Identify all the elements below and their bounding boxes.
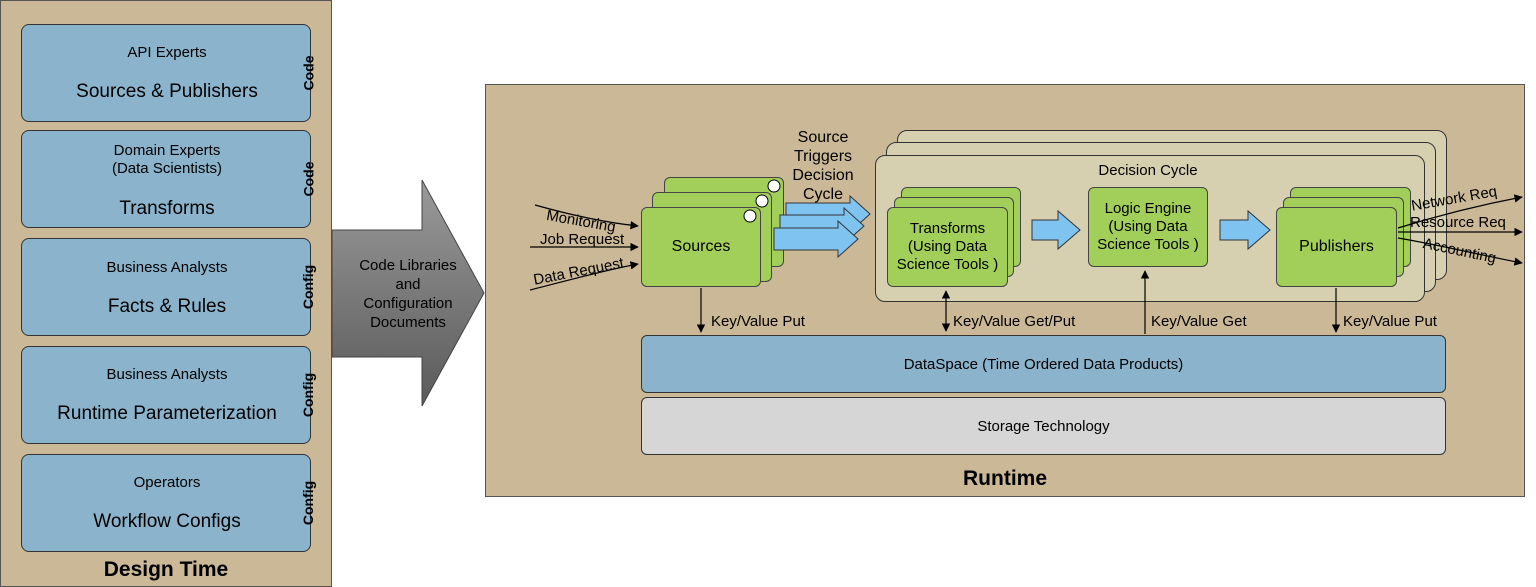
card-role: API Experts (127, 44, 207, 61)
trigger-arrow (773, 219, 859, 259)
big-arrow-label: Code Libraries and Configuration Documen… (359, 257, 457, 331)
card-role: Domain Experts (Data Scientists) (111, 142, 223, 177)
design-card-sources-publishers[interactable]: API Experts Sources & Publishers Code (21, 24, 316, 122)
logic-engine-box[interactable]: Logic Engine (Using Data Science Tools ) (1088, 187, 1208, 267)
design-card-runtime-parameterization[interactable]: Business Analysts Runtime Parameterizati… (21, 346, 316, 444)
design-card-facts-rules[interactable]: Business Analysts Facts & Rules Config (21, 238, 316, 336)
card-title: Transforms (119, 198, 215, 219)
sources-badge-icon (743, 209, 757, 223)
decision-cycle-label: Decision Cycle (1098, 161, 1198, 179)
kv-label-logic: Key/Value Get (1151, 313, 1247, 330)
flow-arrow (1219, 209, 1271, 251)
card-role: Business Analysts (106, 259, 228, 276)
sources-badge-icon (767, 179, 781, 193)
design-card-workflow-configs[interactable]: Operators Workflow Configs Config (21, 454, 316, 552)
dataspace-bar[interactable]: DataSpace (Time Ordered Data Products) (641, 335, 1446, 393)
transforms-box[interactable]: Transforms (Using Data Science Tools ) (887, 207, 1008, 287)
card-title: Workflow Configs (93, 511, 241, 532)
publishers-box[interactable]: Publishers (1276, 207, 1397, 287)
design-card-transforms[interactable]: Domain Experts (Data Scientists) Transfo… (21, 130, 316, 228)
storage-bar[interactable]: Storage Technology (641, 397, 1446, 455)
output-line-network-req (1397, 194, 1523, 229)
card-title: Facts & Rules (107, 296, 227, 317)
card-title: Sources & Publishers (76, 81, 258, 102)
input-line-monitoring (534, 204, 639, 230)
design-to-runtime-arrow (331, 179, 485, 407)
kv-label-sources: Key/Value Put (711, 313, 805, 330)
card-role: Business Analysts (106, 366, 228, 383)
kv-label-publishers: Key/Value Put (1343, 313, 1437, 330)
card-role: Operators (133, 474, 201, 491)
source-triggers-label: Source Triggers Decision Cycle (792, 129, 854, 203)
runtime-title: Runtime (963, 467, 1047, 490)
sources-badge-icon (755, 194, 769, 208)
flow-arrow (1031, 209, 1081, 251)
output-label-resource-req: Resource Req (1410, 214, 1506, 231)
output-line-accounting (1397, 237, 1523, 266)
sources-box[interactable]: Sources (641, 207, 761, 287)
input-line-data-request (529, 261, 639, 291)
input-label-job-request: Job Request (540, 231, 625, 248)
design-time-title: Design Time (103, 558, 229, 581)
kv-label-transforms: Key/Value Get/Put (953, 313, 1076, 330)
card-title: Runtime Parameterization (57, 403, 277, 424)
